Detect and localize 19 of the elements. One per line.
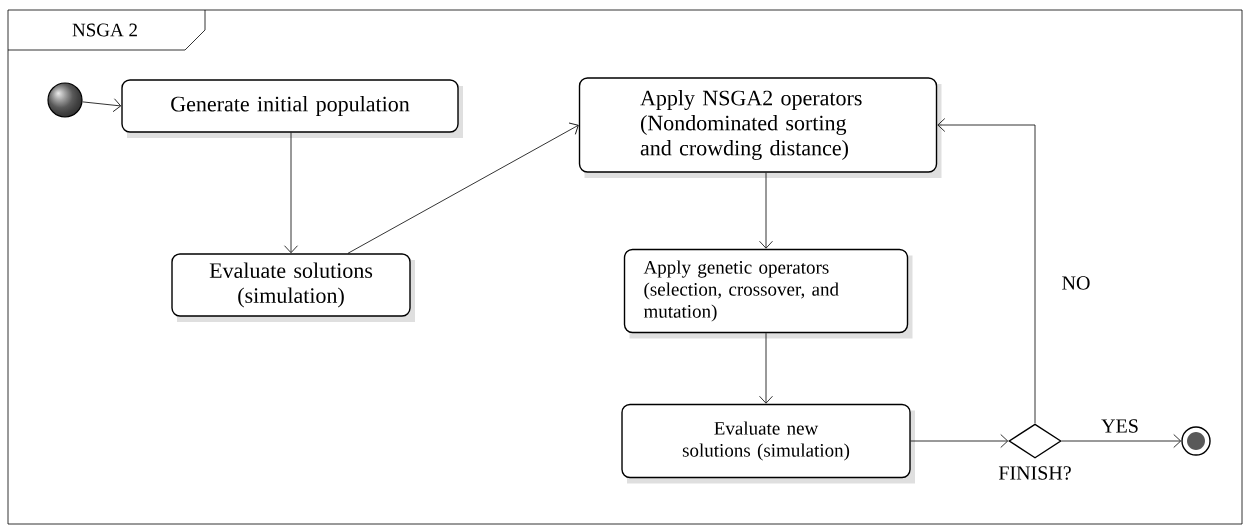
arrow (937, 118, 1036, 424)
edge-label: NO (1060, 275, 1092, 291)
action-box: Apply NSGA2 operators (Nondominated sorting and crowding distance) (578, 77, 942, 178)
arrow (347, 122, 579, 254)
action-box: Evaluate new solutions (simulation) (621, 403, 915, 484)
arrow (759, 332, 773, 404)
action-box: Generate initial population (121, 79, 463, 138)
arrow (1061, 434, 1182, 448)
edge-label: YES (1100, 418, 1140, 434)
arrow (284, 132, 298, 254)
action-box: Apply genetic operators (selection, crossover, and mutation) (623, 248, 913, 339)
end-node (1181, 426, 1211, 456)
node-caption: FINISH? (998, 466, 1071, 480)
decision-diamond (1008, 423, 1062, 459)
action-box: Evaluate solutions (simulation) (171, 253, 415, 322)
start-node (47, 82, 83, 118)
arrow (759, 172, 773, 249)
arrow (82, 98, 122, 113)
arrow (910, 434, 1009, 448)
